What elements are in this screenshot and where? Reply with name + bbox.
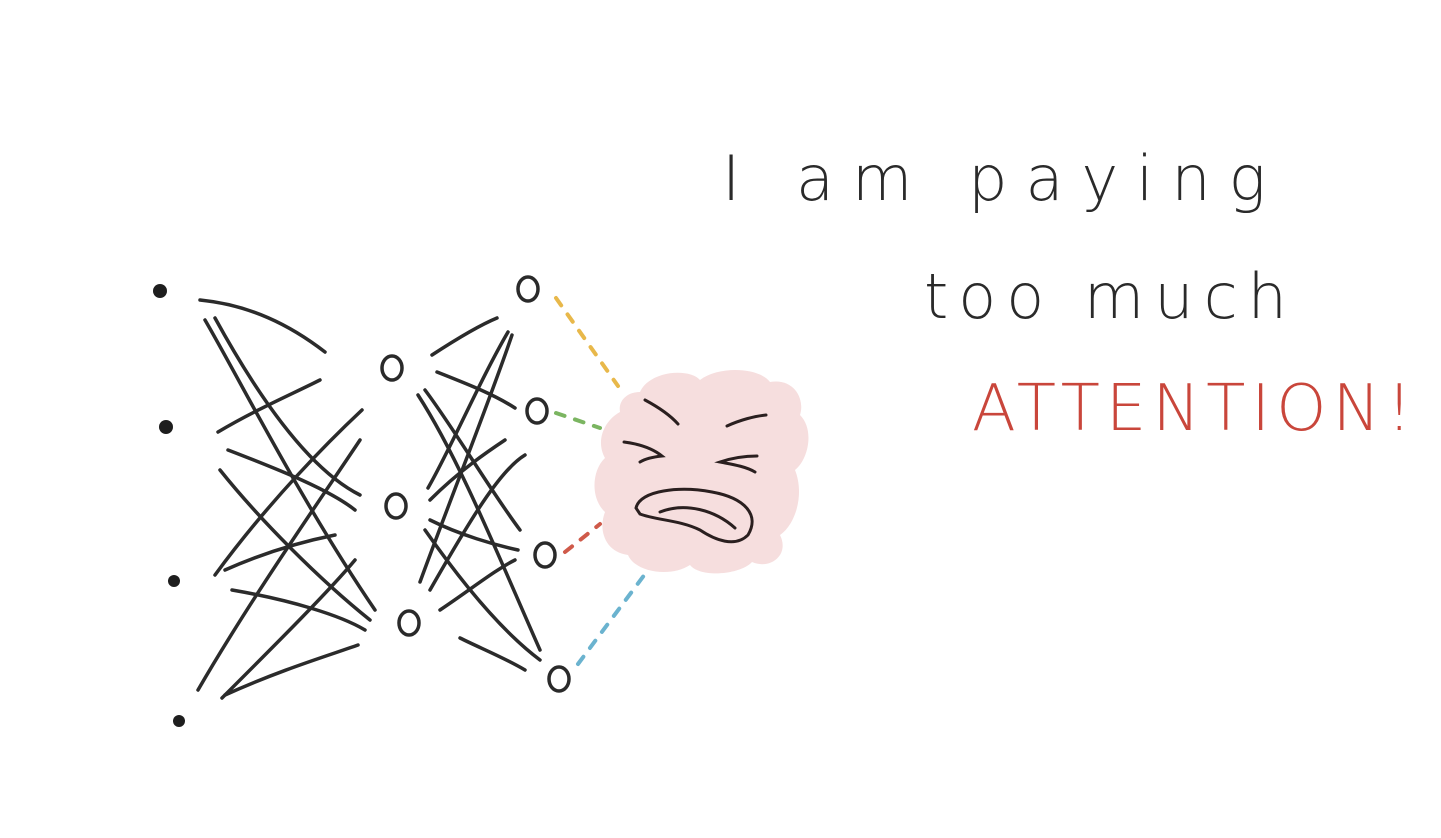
mouth <box>634 487 754 544</box>
input-node <box>173 715 185 727</box>
attention-link-yellow <box>554 296 620 388</box>
input-node <box>153 284 167 298</box>
caption: I am paying too much ATTENTION! <box>722 142 1418 446</box>
output-node <box>516 275 540 303</box>
input-node <box>159 420 173 434</box>
caption-line-3-attention: ATTENTION! <box>972 372 1418 446</box>
attention-link-blue <box>576 568 650 666</box>
tongue <box>658 506 737 530</box>
attention-link-red <box>563 522 602 554</box>
angry-face-blob-icon <box>594 370 809 574</box>
left-eyebrow <box>643 398 680 426</box>
hidden-node <box>380 354 404 382</box>
output-node <box>533 541 557 569</box>
right-eyebrow <box>725 413 768 428</box>
hidden-node <box>384 492 408 520</box>
weights-layer-1 <box>196 298 377 700</box>
attention-link-green <box>554 411 602 430</box>
output-layer <box>516 275 571 693</box>
hidden-layer <box>380 354 421 637</box>
caption-line-1: I am paying <box>722 142 1284 215</box>
neural-network <box>153 275 571 727</box>
weights-layer-2 <box>416 316 542 672</box>
right-eye <box>714 454 759 474</box>
output-node <box>547 665 571 693</box>
attention-links <box>554 296 650 666</box>
caption-line-2: too much <box>924 260 1297 333</box>
hidden-node <box>397 609 421 637</box>
left-eye <box>622 440 666 464</box>
output-node <box>525 397 549 425</box>
input-layer <box>153 284 185 727</box>
input-node <box>168 575 180 587</box>
